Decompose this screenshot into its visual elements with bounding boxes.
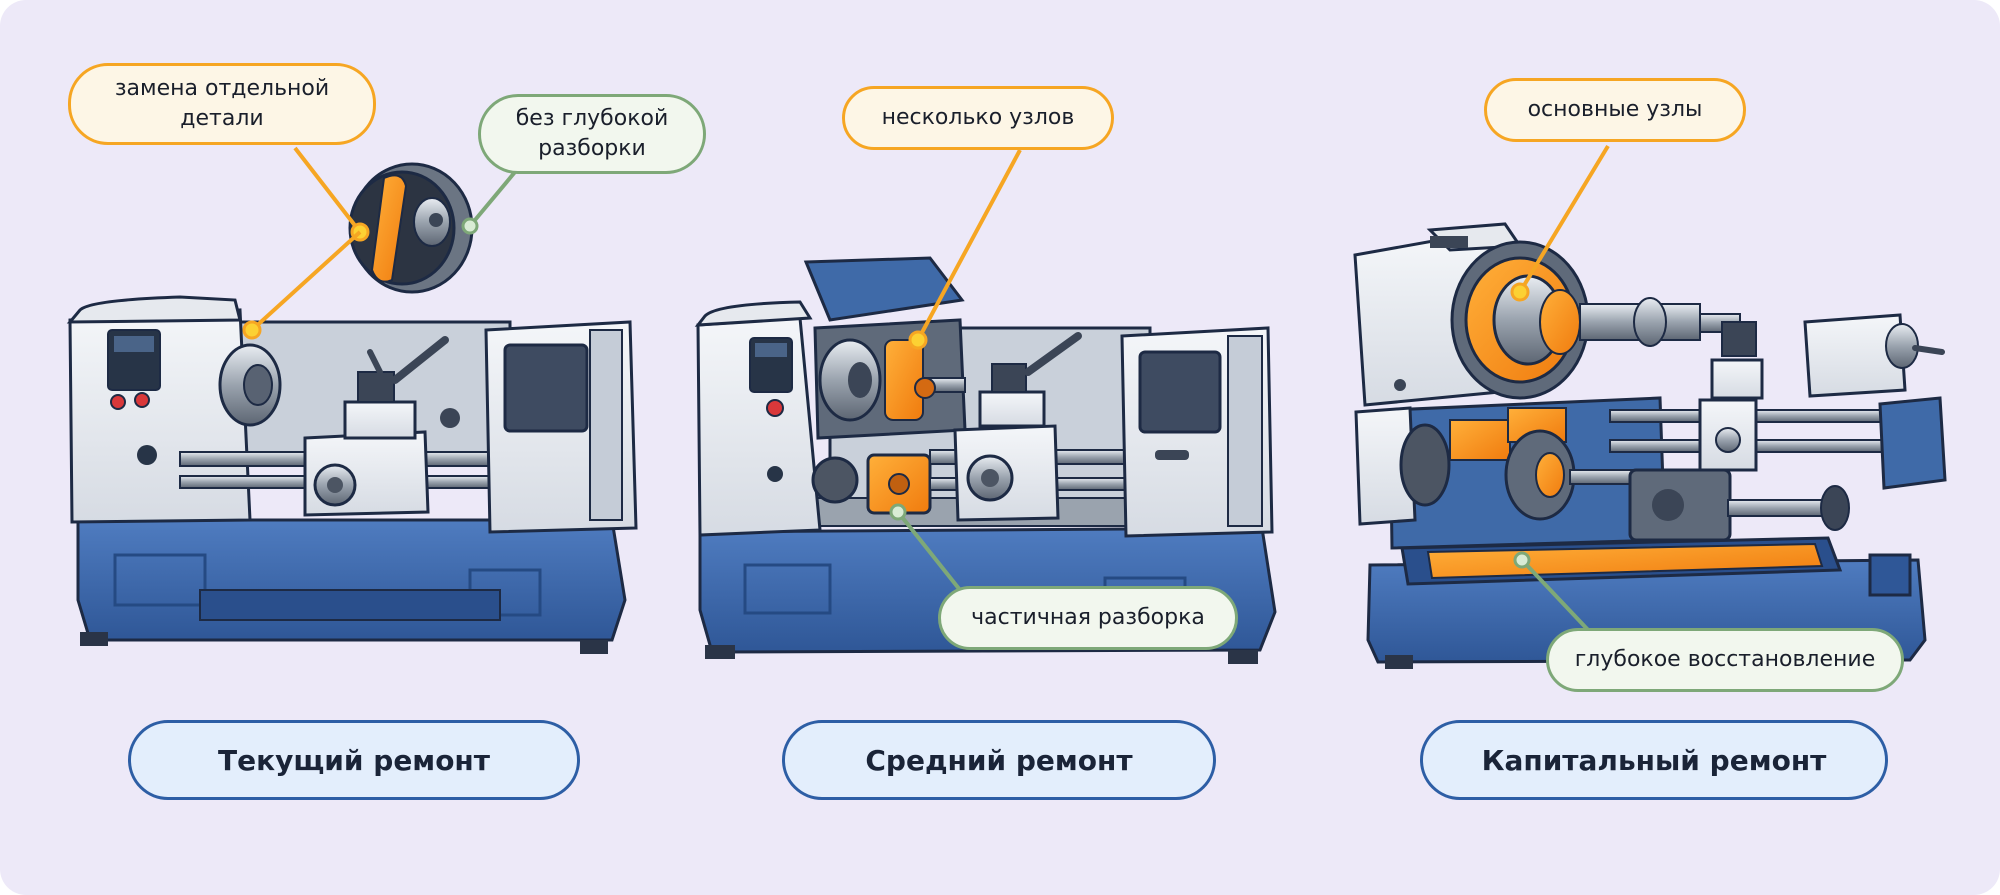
callout-several-units: несколько узлов: [842, 86, 1114, 150]
title-capital-repair: Капитальный ремонт: [1420, 720, 1888, 800]
callout-no-deep-disassembly: без глубокой разборки: [478, 94, 706, 174]
callout-main-units: основные узлы: [1484, 78, 1746, 142]
title-current-repair: Текущий ремонт: [128, 720, 580, 800]
title-medium-repair: Средний ремонт: [782, 720, 1216, 800]
callout-deep-restoration: глубокое восстановление: [1546, 628, 1904, 692]
lathe-current-repair: [66, 162, 638, 654]
lathe-capital-repair: [1353, 222, 1947, 674]
callout-partial-disassembly: частичная разборка: [938, 586, 1238, 650]
lathe-medium-repair: [694, 256, 1277, 664]
callout-leaders: [242, 144, 1610, 634]
callout-single-part-replacement: замена отдельной детали: [68, 63, 376, 145]
